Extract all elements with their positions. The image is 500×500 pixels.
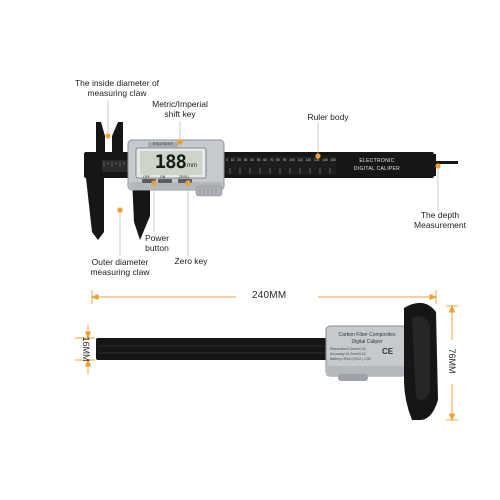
lcd-value: 188	[154, 151, 187, 173]
label-zero-key: Zero key	[174, 256, 208, 266]
scale-number: 100	[289, 158, 295, 162]
dim-height-text: 76MM	[447, 348, 457, 374]
scale-number: 30	[243, 158, 248, 162]
inside-jaw-fixed	[96, 122, 105, 152]
side-line-3: Resolution:0.1mm/0.01	[330, 347, 366, 351]
side-line-1: Carbon Fiber Composites	[338, 332, 396, 338]
ce-mark: CE	[382, 347, 394, 356]
side-line-4: Accuracy:±0.2mm/0.01	[330, 352, 366, 356]
off-label: OFF	[143, 175, 150, 179]
label-metric-imperial: Metric/Imperial shift key	[152, 99, 208, 119]
scale-number: 50	[256, 158, 261, 162]
scale-number: 70	[269, 158, 274, 162]
scale-number: 140	[322, 158, 328, 162]
marker-metric	[177, 139, 183, 145]
inside-jaw-moving	[112, 122, 123, 152]
zero-label: ZERO	[179, 175, 189, 179]
scale-number: 60	[263, 158, 267, 162]
on-button	[158, 179, 172, 183]
scale-number: 120	[305, 158, 312, 162]
marker-outer	[117, 207, 123, 213]
scale-number: 90	[282, 158, 287, 162]
marker-ruler	[315, 153, 321, 159]
dim-height	[446, 304, 458, 422]
dim-length-text: 240MM	[252, 290, 287, 301]
dim-length	[90, 290, 438, 304]
lcd-screen	[140, 151, 202, 175]
thumb-wheel	[195, 185, 223, 197]
scale-number: 40	[250, 158, 254, 162]
marker-zero	[185, 180, 191, 186]
scale-number: 110	[297, 158, 303, 162]
outer-jaw-moving	[132, 178, 150, 240]
dim-width-text: 16MM	[81, 336, 91, 362]
scale-number: 20	[237, 158, 241, 162]
ruler-print-band	[226, 156, 336, 174]
body-title-1: ELECTRONIC	[359, 158, 395, 164]
marker-power	[151, 180, 157, 186]
scale-numbers: 0 10 20 30 40 50 60 70 80 90 100 110 120…	[226, 158, 336, 162]
outer-jaw-fixed	[86, 178, 104, 240]
scale-number: 150	[330, 158, 336, 162]
lcd-unit: mm	[187, 163, 197, 169]
label-outer-diameter: Outer diameter measuring claw	[90, 257, 150, 277]
side-rod	[96, 338, 358, 360]
side-line-5: Battery:LR44 (LR44 ) 1.5V	[330, 357, 372, 361]
on-label: ON	[160, 175, 166, 179]
scale-number: 10	[230, 158, 235, 162]
marker-depth	[435, 163, 441, 169]
label-depth: The depth Measurement	[414, 210, 466, 230]
marker-inside	[105, 133, 111, 139]
label-power-button: Power button	[144, 233, 170, 253]
depth-rod	[434, 161, 458, 164]
body-title-2: DIGITAL CALIPER	[353, 166, 401, 172]
scale-number: 130	[314, 158, 320, 162]
label-ruler-body: Ruler body	[307, 112, 349, 122]
scale-number: 0	[226, 158, 228, 162]
scale-number: 80	[276, 158, 280, 162]
brand-small: ENGINEER	[153, 142, 173, 146]
label-inside-diameter: The inside diameter of measuring claw	[74, 78, 160, 98]
dim-width	[75, 324, 95, 374]
side-line-2: Digital Caliper	[351, 339, 383, 345]
